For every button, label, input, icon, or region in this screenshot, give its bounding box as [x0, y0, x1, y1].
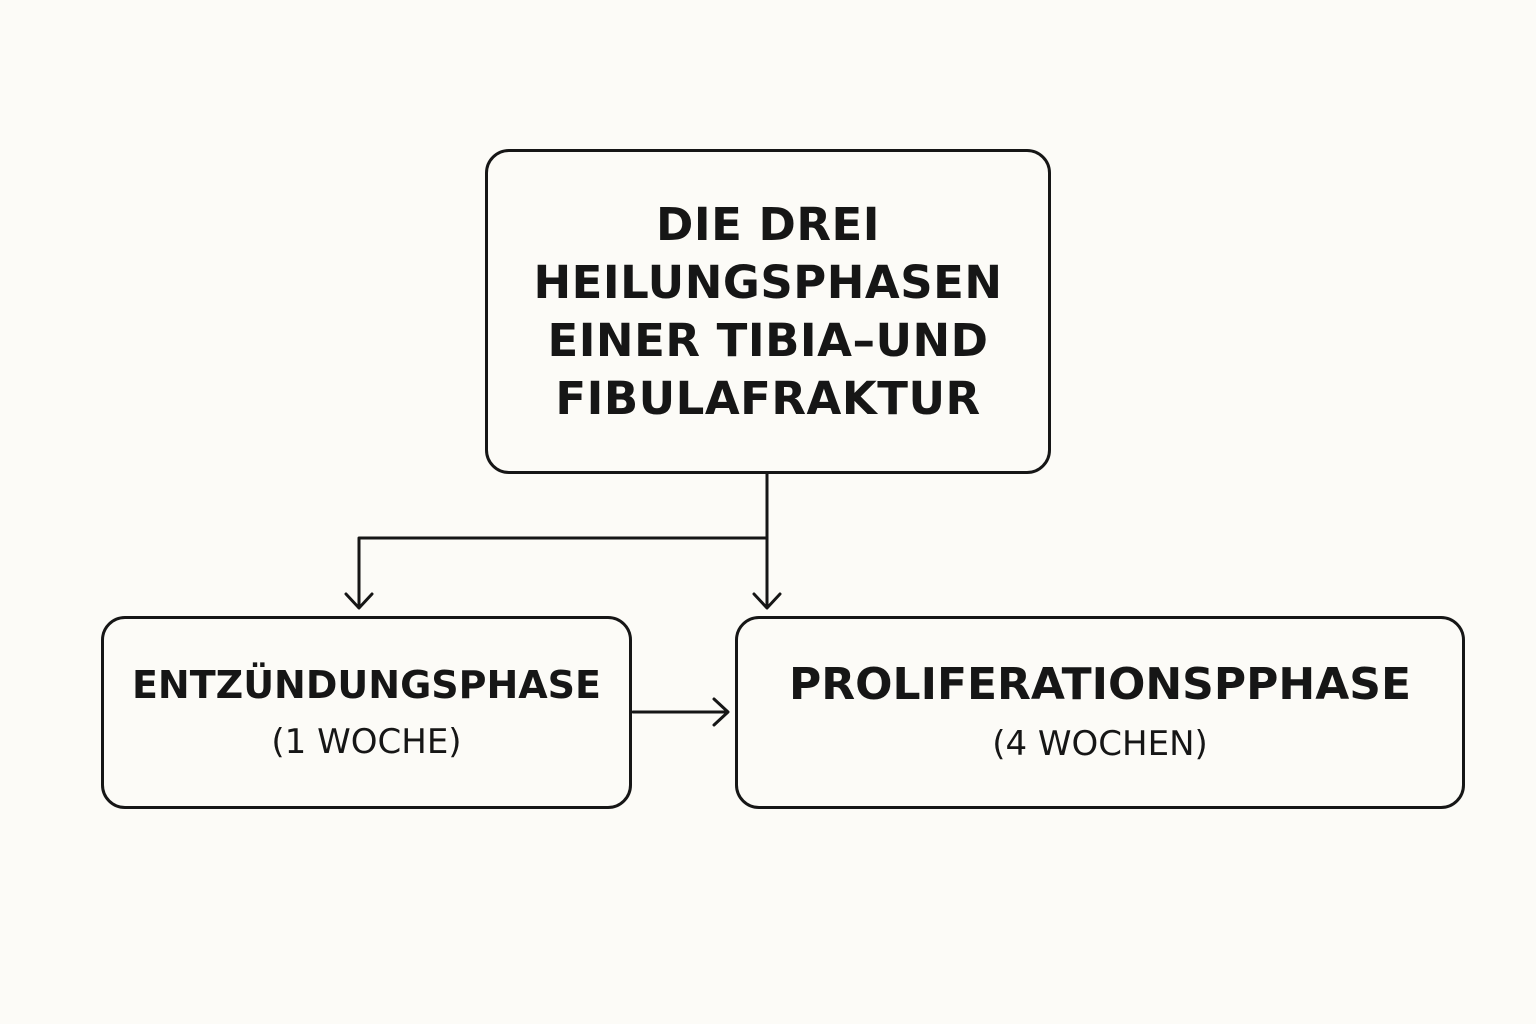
arrowhead-right [712, 697, 730, 727]
title-box: DIE DREI HEILUNGSPHASEN EINER TIBIA–UND … [485, 149, 1051, 474]
branch-line-left [357, 536, 769, 608]
phase-duration: (4 WOCHEN) [992, 723, 1208, 764]
title-line-2: HEILUNGSPHASEN [533, 255, 1003, 309]
arrowhead-center [752, 592, 782, 610]
title-line-1: DIE DREI [656, 197, 880, 251]
phase-duration: (1 WOCHE) [271, 721, 462, 762]
title-line-4: FIBULAFRAKTUR [555, 371, 981, 425]
phase-box-inflammation: ENTZÜNDUNGSPHASE (1 WOCHE) [101, 616, 632, 809]
phase-box-proliferation: PROLIFERATIONSPPHASE (4 WOCHEN) [735, 616, 1465, 809]
arrowhead-left [344, 592, 374, 610]
phase-name: PROLIFERATIONSPPHASE [789, 658, 1411, 710]
phase-name: ENTZÜNDUNGSPHASE [131, 662, 602, 707]
title-line-3: EINER TIBIA–UND [547, 313, 989, 367]
